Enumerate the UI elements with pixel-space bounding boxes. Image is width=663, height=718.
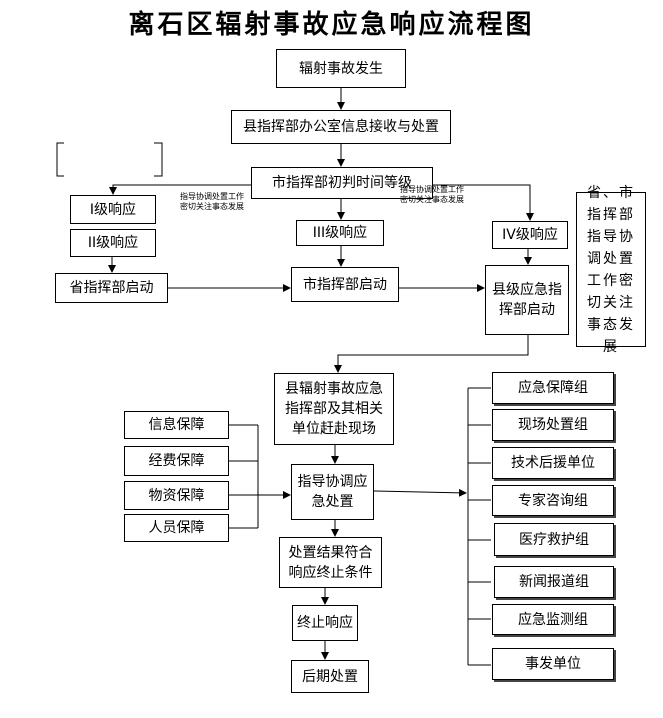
group-item: 现场处置组 xyxy=(492,409,614,441)
node-county-start: 县级应急指挥部启动 xyxy=(485,265,569,335)
note-left: 指导协调处置工作 密切关注事态发展 xyxy=(180,192,244,211)
group-item: 应急监测组 xyxy=(492,604,614,635)
node-province-start: 省指挥部启动 xyxy=(55,273,168,303)
node-level3: III级响应 xyxy=(296,220,384,246)
node-terminate: 终止响应 xyxy=(292,605,358,641)
node-level4: IV级响应 xyxy=(492,221,568,249)
group-item: 应急保障组 xyxy=(492,372,614,404)
page-title: 离石区辐射事故应急响应流程图 xyxy=(128,10,535,40)
node-province-city-note: 省、市指挥部指导协调处置工作密切关注事态发展 xyxy=(576,185,646,355)
node-accident: 辐射事故发生 xyxy=(276,49,406,88)
support-item: 经费保障 xyxy=(124,446,229,476)
support-item: 人员保障 xyxy=(124,514,229,542)
node-city-start: 市指挥部启动 xyxy=(291,267,399,302)
group-item: 事发单位 xyxy=(492,648,614,680)
support-item: 信息保障 xyxy=(124,411,229,439)
group-item: 医疗救护组 xyxy=(494,523,614,556)
node-result-ok: 处置结果符合响应终止条件 xyxy=(279,537,382,588)
group-item: 新闻报道组 xyxy=(494,566,614,598)
node-level2: II级响应 xyxy=(70,229,156,257)
note-right: 指导协调处置工作 密切关注事态发展 xyxy=(400,185,464,204)
group-item: 专家咨询组 xyxy=(492,485,614,516)
node-guide-handle: 指导协调应急处置 xyxy=(291,464,374,520)
node-county-office: 县指挥部办公室信息接收与处置 xyxy=(231,110,451,144)
node-level1: I级响应 xyxy=(70,195,156,224)
node-aftermath: 后期处置 xyxy=(291,660,369,693)
node-county-hq-go: 县辐射事故应急指挥部及其相关单位赶赴现场 xyxy=(274,373,394,445)
support-item: 物资保障 xyxy=(124,481,229,510)
node-city-judge: 市指挥部初判时间等级 xyxy=(251,167,433,199)
group-item: 技术后援单位 xyxy=(492,447,614,479)
